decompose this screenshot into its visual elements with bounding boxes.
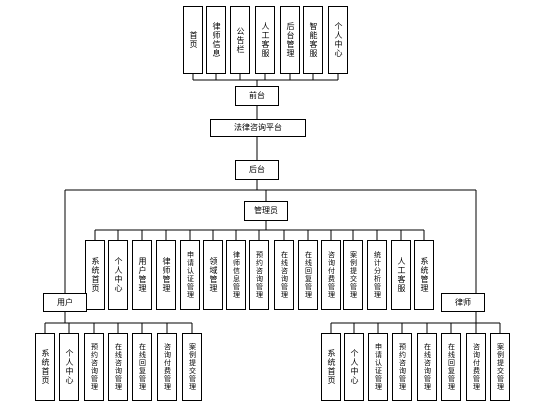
backend-node: 后台 [235,160,279,180]
lawyer-item-appointment-mgmt: 预约咨询管理 [392,333,412,401]
lawyer-item-online-consult-mgmt: 在线咨询管理 [417,333,437,401]
admin-item-appointment-mgmt: 预约咨询管理 [249,240,269,310]
frontend-item-bulletin: 公告栏 [230,6,250,74]
platform-node: 法律咨询平台 [210,119,306,137]
user-item-online-consult-mgmt: 在线咨询管理 [108,333,128,401]
admin-item-online-reply-mgmt: 在线回复管理 [298,240,318,310]
user-item-system-home: 系统首页 [35,333,55,401]
admin-item-case-submit-mgmt: 案例提交管理 [343,240,363,310]
admin-item-user-mgmt: 用户管理 [132,240,152,310]
admin-item-personal-center: 个人中心 [108,240,128,310]
admin-item-payment-mgmt: 咨询付费管理 [321,240,341,310]
user-item-personal-center: 个人中心 [59,333,79,401]
frontend-item-backend-admin: 后台管理 [280,6,300,74]
lawyer-item-certification-mgmt: 申请认证管理 [368,333,388,401]
admin-node: 管理员 [244,201,288,221]
frontend-item-personal-center: 个人中心 [328,6,348,74]
user-item-payment-mgmt: 咨询付费管理 [157,333,177,401]
lawyer-node: 律师 [441,293,485,312]
admin-item-domain-mgmt: 领域管理 [203,240,223,310]
user-node: 用户 [43,293,87,312]
lawyer-item-system-home: 系统首页 [321,333,341,401]
admin-item-lawyer-mgmt: 律师管理 [156,240,176,310]
frontend-node: 前台 [235,86,279,106]
lawyer-item-payment-mgmt: 咨询付费管理 [466,333,486,401]
admin-item-system-home: 系统首页 [85,240,105,310]
admin-item-certification-mgmt: 申请认证管理 [180,240,200,310]
lawyer-item-personal-center: 个人中心 [344,333,364,401]
user-item-online-reply-mgmt: 在线回复管理 [132,333,152,401]
frontend-item-human-service: 人工客服 [255,6,275,74]
admin-item-system-mgmt: 系统管理 [414,240,434,310]
lawyer-item-online-reply-mgmt: 在线回复管理 [441,333,461,401]
lawyer-item-case-submit-mgmt: 案例提交管理 [490,333,510,401]
admin-item-human-service: 人工客服 [391,240,411,310]
user-item-case-submit-mgmt: 案例提交管理 [182,333,202,401]
user-item-appointment-mgmt: 预约咨询管理 [84,333,104,401]
frontend-item-home: 首页 [183,6,203,74]
frontend-item-lawyer-info: 律师信息 [206,6,226,74]
admin-item-statistics-mgmt: 统计分析管理 [367,240,387,310]
frontend-item-smart-service: 智能客服 [303,6,323,74]
admin-item-online-consult-mgmt: 在线咨询管理 [274,240,294,310]
admin-item-lawyer-info-mgmt: 律师信息管理 [226,240,246,310]
